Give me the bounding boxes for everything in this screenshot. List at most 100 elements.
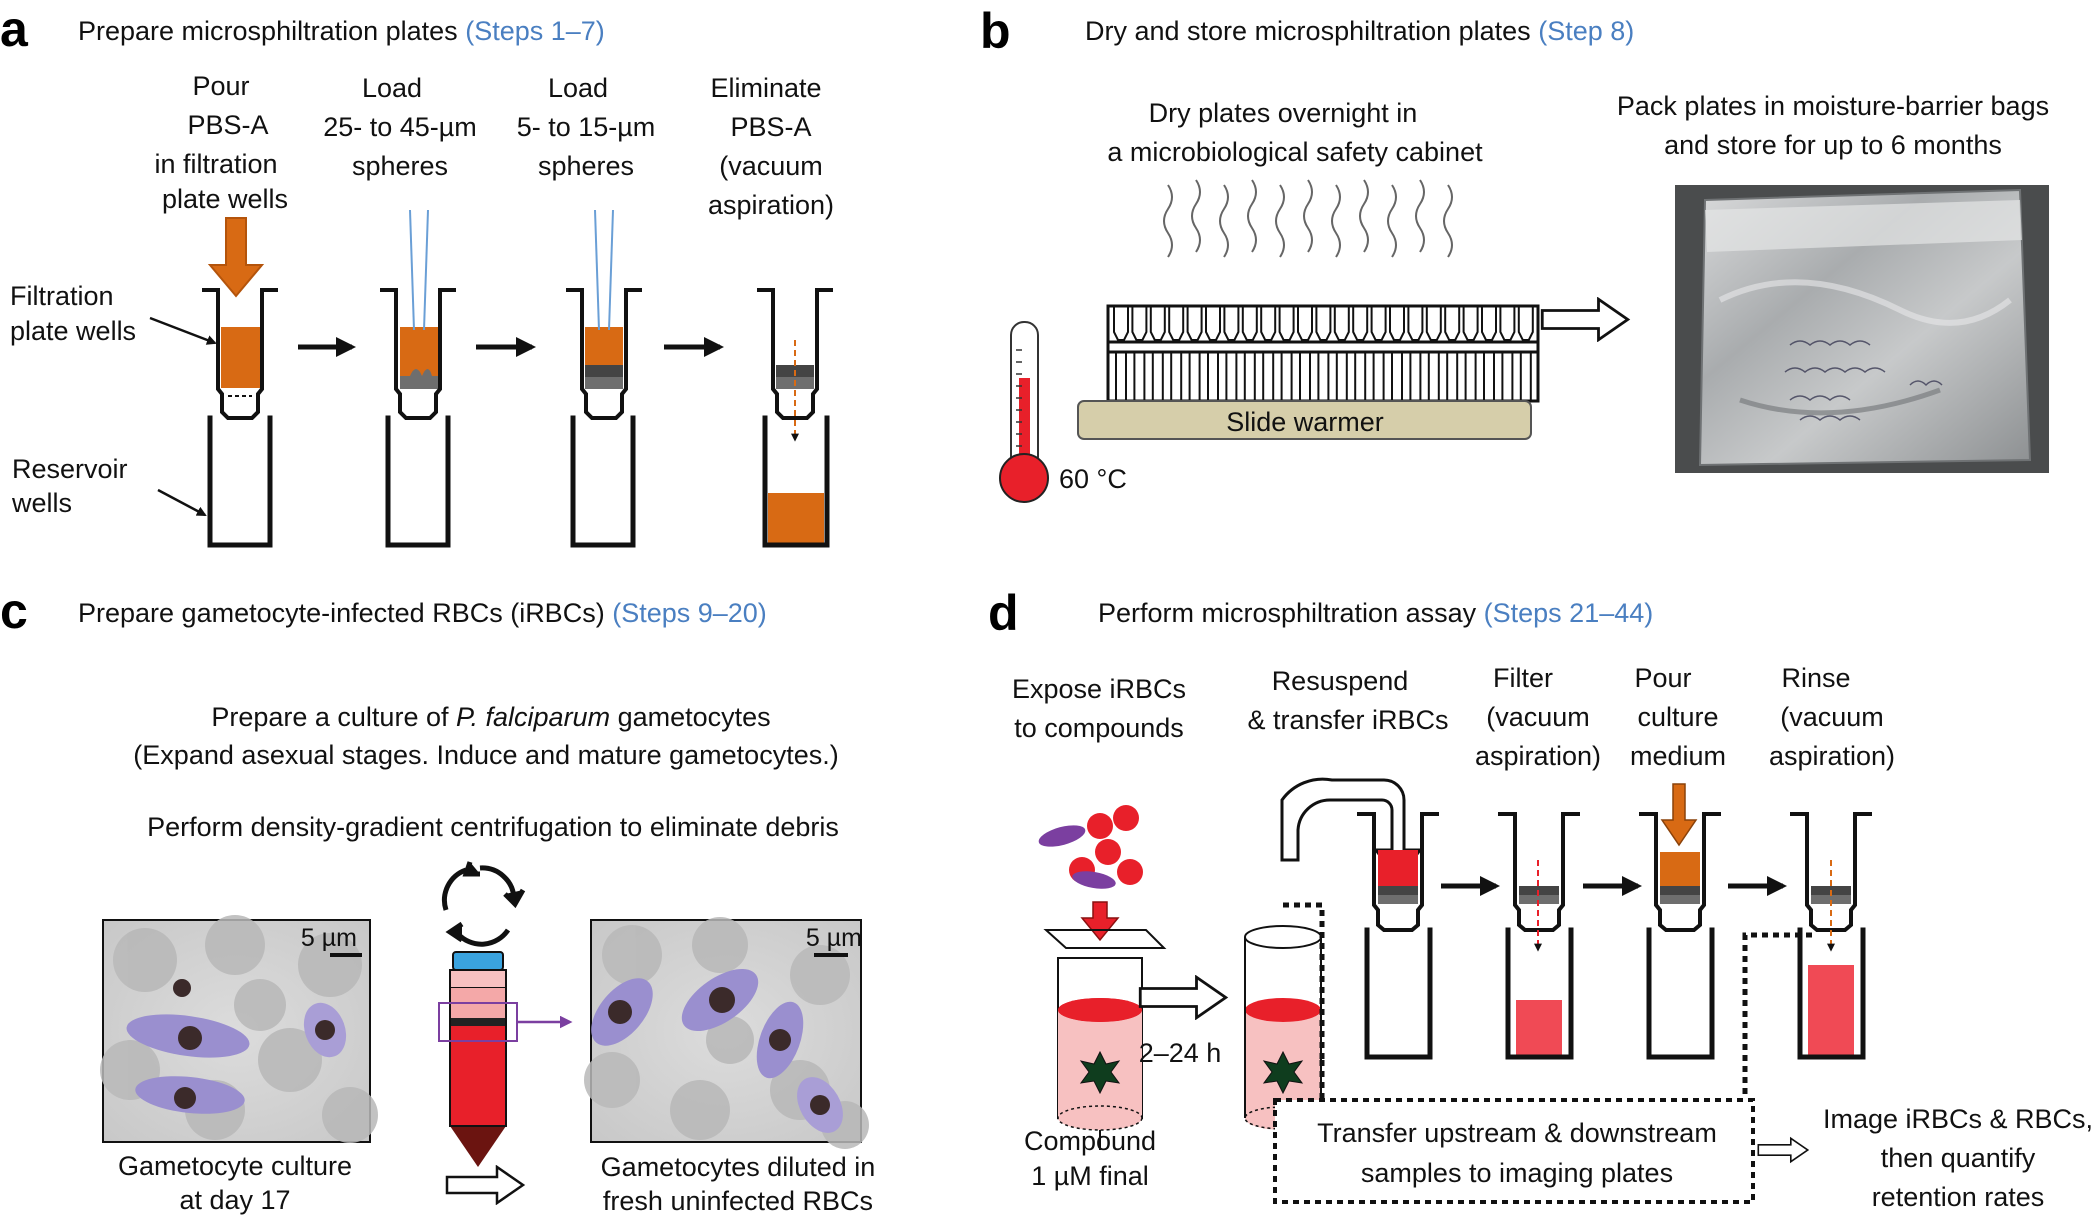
- scalebar-label-left: 5 µm: [301, 924, 357, 952]
- d-well-4: [1790, 812, 1872, 1060]
- compound-label: Compound 1 µM final: [1024, 1126, 1156, 1191]
- rinse-header: Rinse (vacuum aspiration): [1769, 663, 1895, 771]
- centrifuge-cycle-icon: [441, 861, 526, 947]
- filtration-pointer-arrow: [149, 316, 217, 345]
- step3-header: Load 5- to 15-µm spheres: [517, 73, 656, 181]
- svg-text:Transfer upstream & downstream: Transfer upstream & downstream: [1317, 1118, 1717, 1148]
- svg-text:in filtration: in filtration: [154, 149, 277, 179]
- dry-plates-text: Dry plates overnight in a microbiologica…: [1107, 98, 1483, 167]
- svg-text:(vacuum: (vacuum: [1486, 702, 1590, 732]
- filtration-wells-label: Filtration plate wells: [10, 281, 136, 346]
- thermometer-icon: [999, 321, 1049, 503]
- reservoir-well-1: [207, 415, 273, 548]
- step4-header: Eliminate PBS-A (vacuum aspiration): [708, 73, 834, 220]
- slide-warmer-label: Slide warmer: [1226, 407, 1384, 437]
- pour-header: Pour culture medium: [1630, 663, 1726, 771]
- arrow-to-bag: [1540, 297, 1630, 342]
- svg-text:Pour: Pour: [1634, 663, 1691, 693]
- step2-header: Load 25- to 45-µm spheres: [323, 73, 477, 181]
- panel-a: a Prepare microsphiltration plates (Step…: [0, 1, 834, 548]
- svg-text:(vacuum: (vacuum: [1780, 702, 1884, 732]
- pack-plates-text: Pack plates in moisture-barrier bags and…: [1617, 91, 2049, 160]
- svg-text:then quantify: then quantify: [1881, 1143, 2036, 1173]
- svg-text:25- to 45-µm: 25- to 45-µm: [323, 112, 477, 142]
- panel-b: b Dry and store microsphiltration plates…: [980, 3, 2049, 503]
- svg-text:Gametocyte culture: Gametocyte culture: [118, 1151, 352, 1181]
- moisture-barrier-bag-photo: [1675, 185, 2049, 473]
- svg-text:(vacuum: (vacuum: [719, 151, 823, 181]
- svg-text:Filtration: Filtration: [10, 281, 114, 311]
- panel-label-d: d: [988, 585, 1019, 641]
- heat-waves: [1163, 179, 1453, 258]
- pipette-tip: [409, 209, 415, 331]
- svg-text:Load: Load: [548, 73, 608, 103]
- svg-text:1 µM final: 1 µM final: [1031, 1161, 1149, 1191]
- image-quantify-text: Image iRBCs & RBCs, then quantify retent…: [1823, 1104, 2093, 1212]
- svg-text:& transfer iRBCs: & transfer iRBCs: [1247, 705, 1448, 735]
- panel-c: c Prepare gametocyte-infected RBCs (iRBC…: [0, 583, 875, 1216]
- irbc-cluster-icon: [1038, 805, 1143, 889]
- svg-text:Pack plates in moisture-barrie: Pack plates in moisture-barrier bags: [1617, 91, 2049, 121]
- svg-text:medium: medium: [1630, 741, 1726, 771]
- svg-text:plate wells: plate wells: [10, 316, 136, 346]
- culture-subtext: (Expand asexual stages. Induce and matur…: [133, 740, 838, 770]
- well-3: [566, 209, 642, 548]
- svg-text:and store for up to 6 months: and store for up to 6 months: [1664, 130, 2002, 160]
- well-1: [202, 288, 278, 548]
- svg-text:5- to 15-µm: 5- to 15-µm: [517, 112, 656, 142]
- temperature-label: 60 °C: [1059, 464, 1127, 494]
- svg-text:at day 17: at day 17: [179, 1185, 290, 1215]
- svg-text:Pour: Pour: [192, 71, 249, 101]
- incubate-arrow: [1138, 975, 1228, 1020]
- expose-arrow-icon: [1080, 901, 1120, 942]
- micrograph-diluted: 5 µm: [584, 917, 869, 1149]
- well-4: [757, 288, 833, 548]
- incubation-time: 2–24 h: [1139, 1038, 1222, 1068]
- svg-text:a microbiological safety cabin: a microbiological safety cabinet: [1107, 137, 1483, 167]
- svg-text:aspiration): aspiration): [1475, 741, 1601, 771]
- svg-text:Eliminate: Eliminate: [710, 73, 821, 103]
- stacked-filter-plates: [1106, 304, 1540, 403]
- svg-text:Rinse: Rinse: [1781, 663, 1850, 693]
- svg-text:spheres: spheres: [352, 151, 448, 181]
- pour-arrow-icon: [207, 217, 265, 298]
- step1-header: Pour PBS-A in filtration plate wells: [154, 71, 288, 214]
- centrifuge-tube: [438, 951, 573, 1167]
- svg-text:wells: wells: [11, 488, 72, 518]
- svg-text:PBS-A: PBS-A: [187, 110, 268, 140]
- panel-d-title: Perform microsphiltration assay (Steps 2…: [1098, 598, 1653, 628]
- slide-warmer: [1077, 400, 1532, 440]
- svg-text:Reservoir: Reservoir: [12, 454, 128, 484]
- sample-transfer-paths: [1283, 902, 1812, 1098]
- arrow-to-image: [1757, 1137, 1809, 1163]
- svg-text:fresh uninfected RBCs: fresh uninfected RBCs: [603, 1186, 873, 1216]
- svg-text:spheres: spheres: [538, 151, 634, 181]
- svg-text:Dry plates overnight in: Dry plates overnight in: [1149, 98, 1418, 128]
- culture-text: Prepare a culture of P. falciparum gamet…: [211, 702, 770, 732]
- svg-text:Gametocytes diluted in: Gametocytes diluted in: [601, 1152, 876, 1182]
- panel-c-title: Prepare gametocyte-infected RBCs (iRBCs)…: [78, 598, 767, 628]
- svg-text:PBS-A: PBS-A: [730, 112, 811, 142]
- arrow-c: [447, 1167, 523, 1203]
- expose-header: Expose iRBCs to compounds: [1012, 674, 1186, 743]
- svg-text:aspiration): aspiration): [708, 190, 834, 220]
- svg-text:Image iRBCs & RBCs,: Image iRBCs & RBCs,: [1823, 1104, 2093, 1134]
- svg-text:aspiration): aspiration): [1769, 741, 1895, 771]
- svg-text:Compound: Compound: [1024, 1126, 1156, 1156]
- panel-label-a: a: [0, 1, 29, 57]
- panel-label-c: c: [0, 583, 28, 639]
- centrifuge-text: Perform density-gradient centrifugation …: [147, 812, 839, 842]
- svg-text:Resuspend: Resuspend: [1272, 666, 1409, 696]
- svg-text:Expose iRBCs: Expose iRBCs: [1012, 674, 1186, 704]
- svg-text:plate wells: plate wells: [162, 184, 288, 214]
- svg-text:Load: Load: [362, 73, 422, 103]
- resuspend-header: Resuspend & transfer iRBCs: [1247, 666, 1448, 735]
- d-well-2: [1498, 812, 1580, 1060]
- d-well-3: [1639, 783, 1721, 1060]
- reservoir-wells-label: Reservoir wells: [11, 454, 128, 518]
- right-micrograph-caption: Gametocytes diluted in fresh uninfected …: [601, 1152, 876, 1216]
- svg-text:samples to imaging plates: samples to imaging plates: [1361, 1158, 1673, 1188]
- svg-text:culture: culture: [1637, 702, 1718, 732]
- micrograph-day17: 5 µm: [100, 915, 378, 1143]
